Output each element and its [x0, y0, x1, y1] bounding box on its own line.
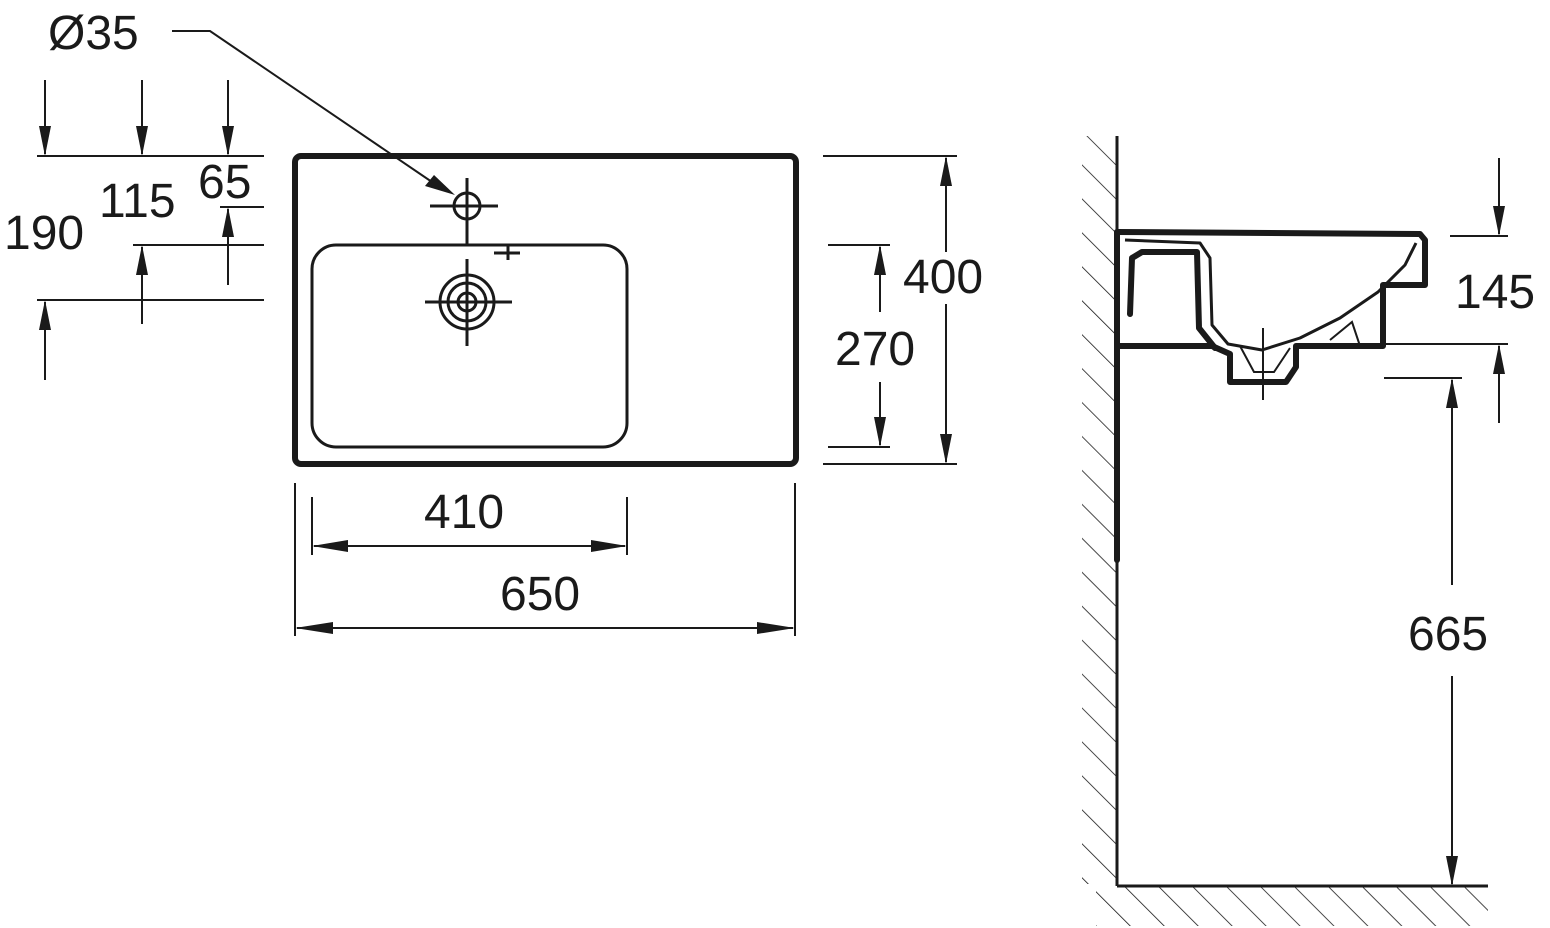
offset-115-label: 115	[99, 175, 176, 228]
bowl-outline	[310, 243, 629, 449]
offset-190-label: 190	[4, 207, 84, 260]
left-offset-dimensions	[37, 80, 264, 380]
floor-hatching	[1096, 886, 1488, 926]
tap-hole	[430, 178, 498, 244]
bottom-width-dimensions	[294, 483, 796, 636]
drain-symbol	[425, 259, 512, 346]
bowl-width-410-label: 410	[424, 486, 504, 539]
offset-65-label: 65	[198, 156, 251, 209]
side-view: 145 665	[1082, 136, 1535, 926]
basin-section	[1114, 229, 1428, 563]
diameter-leader	[172, 30, 455, 195]
mount-height-665-label: 665	[1408, 608, 1488, 661]
bowl-depth-270-label: 270	[835, 323, 915, 376]
total-width-650-label: 650	[500, 568, 580, 621]
wall-hatching	[1082, 136, 1116, 884]
right-depth-dimensions	[823, 155, 957, 465]
hole-diameter-label: Ø35	[48, 7, 139, 60]
depth-400-label: 400	[903, 251, 983, 304]
height-145-dimension	[1386, 158, 1508, 423]
basin-outline	[292, 153, 799, 467]
overflow-mark	[494, 246, 520, 260]
top-view: Ø35 190 115 65	[4, 7, 983, 636]
height-145-label: 145	[1455, 266, 1535, 319]
mount-height-665-dimension	[1384, 377, 1462, 886]
